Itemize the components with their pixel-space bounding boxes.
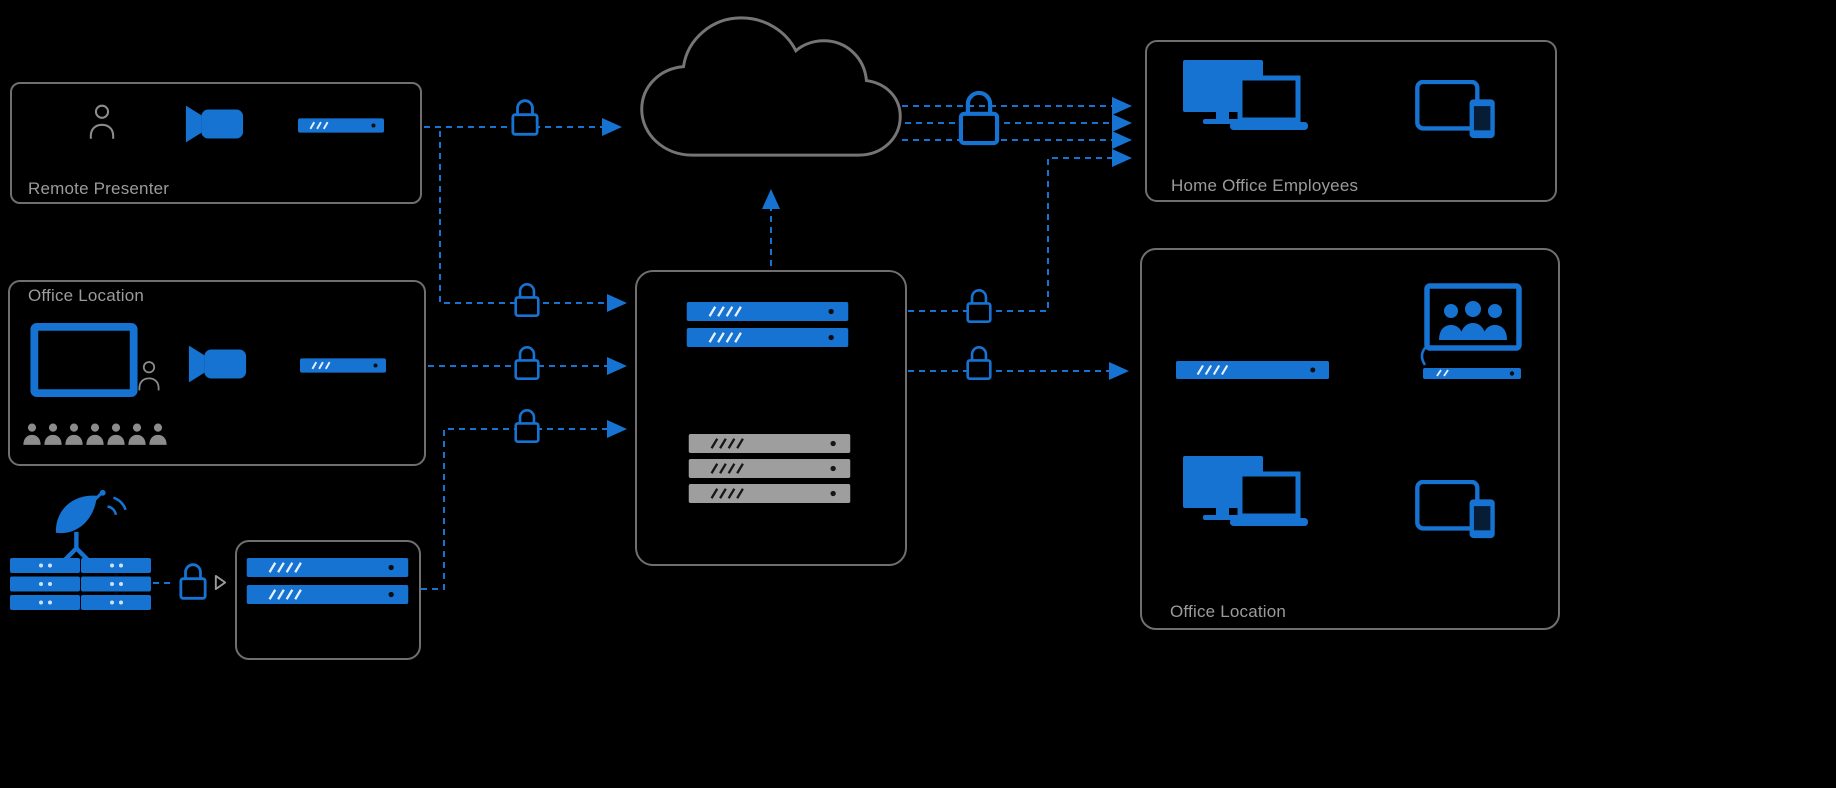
streaming-server-icon: [246, 585, 409, 604]
encryption-lock-icon: [511, 343, 543, 383]
standby-server-icon: [687, 434, 852, 453]
encoder-device-icon: [298, 118, 384, 133]
streaming-server-icon: [246, 558, 409, 577]
server-rack-icon: [81, 558, 151, 610]
remote-presenter-label: Remote Presenter: [28, 179, 170, 198]
remote-presenter-box: Remote Presenter: [10, 82, 422, 204]
streaming-server-icon: [685, 328, 850, 347]
standby-server-icon: [687, 459, 852, 478]
office-location-left-label: Office Location: [28, 286, 145, 305]
arrowhead-icon: [213, 573, 228, 592]
encoder-device-icon: [300, 358, 386, 373]
audience-person-icon: [106, 422, 126, 446]
desktop-laptop-icon: [1183, 60, 1333, 140]
streaming-server-icon: [685, 302, 850, 321]
presenter-person-icon: [88, 103, 116, 141]
video-conference-display-icon: [1413, 282, 1523, 386]
audience-person-icon: [22, 422, 42, 446]
tablet-phone-icon: [1415, 80, 1499, 140]
encryption-lock-icon: [176, 560, 210, 603]
video-camera-icon: [186, 342, 248, 386]
encryption-lock-icon: [511, 280, 543, 320]
encryption-lock-icon: [953, 86, 1005, 150]
office-location-right-label: Office Location: [1170, 602, 1287, 621]
decoder-device-icon: [1170, 361, 1335, 379]
encryption-lock-icon: [963, 286, 995, 326]
encryption-lock-icon: [508, 96, 542, 139]
home-office-employees-label: Home Office Employees: [1171, 176, 1359, 195]
standby-server-icon: [687, 484, 852, 503]
audience-person-icon: [148, 422, 168, 446]
audience-person-icon: [64, 422, 84, 446]
satellite-dish-icon: [48, 487, 134, 563]
audience-person-icon: [127, 422, 147, 446]
audience-person-icon: [43, 422, 63, 446]
audience-row: [22, 422, 168, 446]
encryption-lock-icon: [963, 343, 995, 383]
video-camera-icon: [183, 102, 245, 146]
display-monitor-icon: [30, 323, 138, 397]
encryption-lock-icon: [511, 406, 543, 446]
tablet-phone-icon: [1415, 480, 1499, 540]
server-rack-icon: [10, 558, 80, 610]
cloud-icon: [640, 16, 902, 157]
audience-person-icon: [85, 422, 105, 446]
speaker-person-icon: [137, 360, 161, 392]
desktop-laptop-icon: [1183, 456, 1333, 536]
